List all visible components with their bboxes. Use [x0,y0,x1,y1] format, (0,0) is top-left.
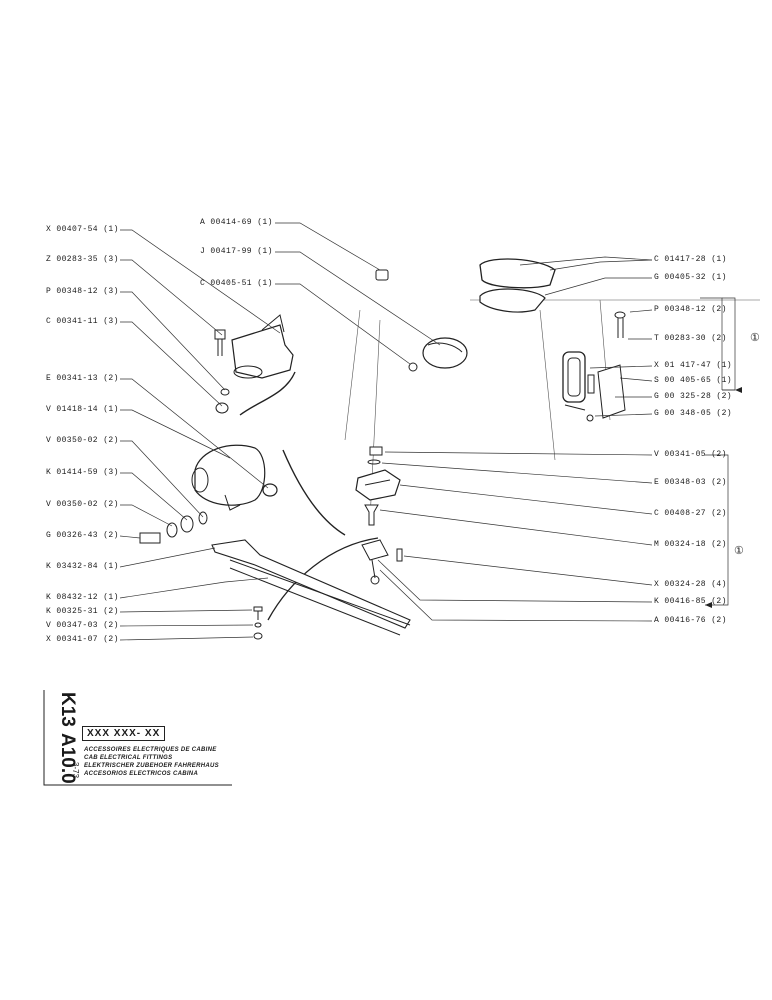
sheet-date: 3-73 [71,762,80,779]
cab-frame-lines [344,299,760,521]
part-label: V 00350-02 (2) [46,500,119,509]
title-line-de: ELEKTRISCHER ZUBEHOER FAHRERHAUS [84,763,219,769]
switch-part [562,351,626,422]
title-line-es: ACCESORIOS ELECTRICOS CABINA [84,771,199,777]
part-label: X 01 417-47 (1) [654,361,733,370]
nut-part [215,402,229,414]
stud-part [364,504,379,526]
motor-housing-part [231,314,294,379]
part-label: G 00 325-28 (2) [654,392,733,401]
cap-part [375,269,389,281]
part-label: S 00 405-65 (1) [654,376,733,385]
part-label: C 00408-27 (2) [654,509,727,518]
dome-light-part [479,258,556,313]
part-label: G 00326-43 (2) [46,531,119,540]
part-label: G 00405-32 (1) [654,273,727,282]
wiper-curve [267,537,379,621]
title-lines: ACCESSOIRES ELECTRIQUES DE CABINE CAB EL… [84,746,219,778]
part-label: T 00283-30 (2) [654,334,727,343]
part-label: K 08432-12 (1) [46,593,119,602]
part-label: M 00324-18 (2) [654,540,727,549]
part-label: P 00348-12 (3) [46,287,119,296]
title-line-fr: ACCESSOIRES ELECTRIQUES DE CABINE [84,747,217,753]
part-label: K 00325-31 (2) [46,607,119,616]
part-label: A 00416-76 (2) [654,616,727,625]
part-label: C 01417-28 (1) [654,255,727,264]
part-label: V 00347-03 (2) [46,621,119,630]
part-label: V 01418-14 (1) [46,405,119,414]
part-label: X 00407-54 (1) [46,225,119,234]
part-label: C 00341-11 (3) [46,317,119,326]
pin-part [396,548,403,562]
part-label: X 00341-07 (2) [46,635,119,644]
bolt-part [214,329,226,356]
part-label: V 00350-02 (2) [46,436,119,445]
nut-top-part [369,446,383,456]
wiper-motor-part [191,444,266,511]
washer-top-part [367,459,381,465]
lamp-part [422,337,468,369]
reference-code: XXX XXX- XX [82,726,166,741]
bracket-arrow-1 [735,387,742,393]
part-label: X 00324-28 (4) [654,580,727,589]
part-label: K 01414-59 (3) [46,468,119,477]
small-hardware-part [253,606,263,640]
part-label: E 00348-03 (2) [654,478,727,487]
bulb-part [408,362,418,372]
part-label: V 00341-05 (2) [654,450,727,459]
cab-curve [239,371,346,536]
connector-part [355,469,401,501]
pivot-part [361,539,389,585]
part-label: C 00405-51 (1) [200,279,273,288]
part-label: K 03432-84 (1) [46,562,119,571]
part-label: A 00414-69 (1) [200,218,273,227]
part-label: J 00417-99 (1) [200,247,273,256]
part-label: E 00341-13 (2) [46,374,119,383]
bracket-arrow-2 [705,602,712,608]
washer-part [220,388,230,396]
group-code: K13 [57,692,78,727]
screw-part [614,311,626,338]
part-label: G 00 348-05 (2) [654,409,733,418]
title-line-en: CAB ELECTRICAL FITTINGS [84,755,173,761]
part-label: K 00416-85 (2) [654,597,727,606]
part-label: Z 00283-35 (3) [46,255,119,264]
group-marker: ① [734,546,745,558]
part-label: P 00348-12 (2) [654,305,727,314]
spindle-hardware-part [139,511,208,544]
group-marker: ① [750,333,761,345]
